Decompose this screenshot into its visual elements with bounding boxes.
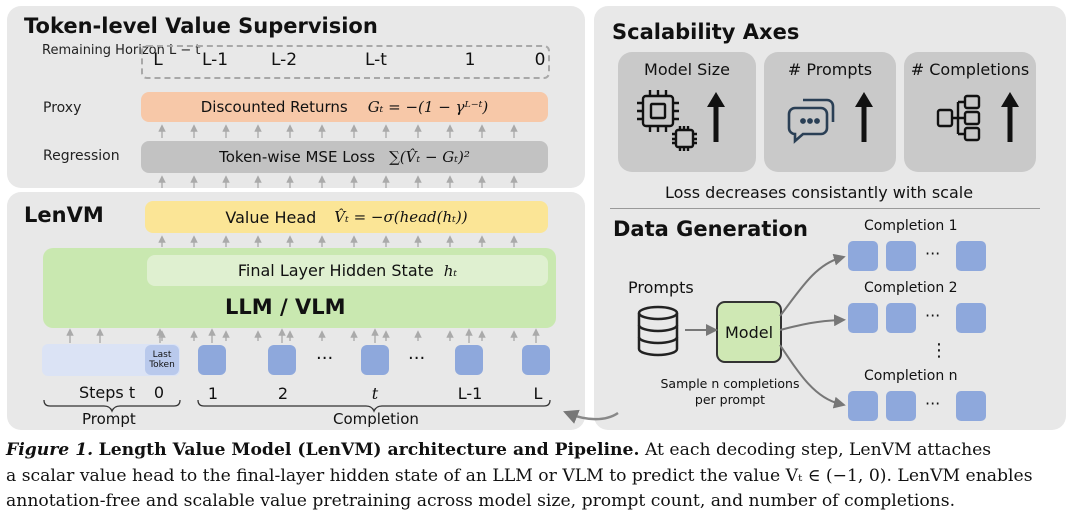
scale-note: Loss decreases consistantly with scale (665, 183, 974, 202)
prompts-label: # Prompts (787, 60, 873, 79)
completion-1-token-a (848, 241, 878, 271)
ellipsis-1: ··· (316, 348, 334, 369)
prompt-brace (43, 399, 181, 413)
proxy-formula: Gₜ = −(1 − γᴸ⁻ᵗ) (367, 98, 489, 116)
model-to-completion-2-arrow (779, 314, 846, 331)
up-arrows (66, 124, 540, 343)
sample-note-line2: per prompt (694, 392, 766, 407)
caption-line-2: a scalar value head to the final-layer h… (6, 465, 1033, 486)
proxy-bar: Discounted Returns Gₜ = −(1 − γᴸ⁻ᵗ) (141, 92, 548, 122)
step-L: L (533, 384, 543, 403)
completion-n-token-a (848, 391, 878, 421)
chat-bubbles-icon (787, 98, 835, 144)
horizon-value-L-2: L-2 (270, 50, 298, 70)
proxy-bar-text: Discounted Returns (200, 98, 348, 116)
completion-2-label: Completion 2 (864, 280, 958, 296)
horizon-value-L: L (153, 50, 163, 70)
horizon-value-L-1: L-1 (201, 50, 229, 70)
completion-2-token-c (956, 303, 986, 333)
completion-1-token-b (886, 241, 916, 271)
prompts-label: Prompts (628, 278, 694, 297)
completion-n-token-c (956, 391, 986, 421)
tree-branch-icon (936, 94, 981, 142)
completion-1-token-c (956, 241, 986, 271)
hidden-state-text: Final Layer Hidden State (237, 261, 434, 280)
caption-line-3: annotation-free and scalable value pretr… (6, 491, 956, 511)
token-2 (268, 345, 296, 375)
model-box: Model (716, 301, 782, 363)
regression-bar: Token-wise MSE Loss ∑(V̂ₜ − Gₜ)² (141, 141, 548, 173)
database-icon (637, 305, 679, 357)
token-t (361, 345, 389, 375)
ellipsis-2: ··· (408, 348, 426, 369)
step-L-1: L-1 (457, 384, 483, 403)
scalability-title: Scalability Axes (612, 20, 800, 44)
prompts-card: # Prompts (764, 52, 896, 172)
step-1: 1 (207, 384, 219, 403)
token-L-1 (455, 345, 483, 375)
data-generation-title: Data Generation (613, 217, 808, 241)
caption-line-1: Figure 1. Length Value Model (LenVM) arc… (6, 438, 1076, 464)
proxy-label: Proxy (43, 100, 82, 116)
caption-bold-title: Length Value Model (LenVM) architecture … (98, 440, 640, 460)
completion-1-ellipsis: ··· (925, 244, 941, 263)
horizon-box (141, 45, 550, 79)
horizon-value-1: 1 (464, 50, 476, 70)
prompts-up-arrow (855, 92, 873, 142)
step-2: 2 (277, 384, 289, 403)
regression-label: Regression (43, 148, 120, 164)
completions-vdots: ⋮ (930, 340, 948, 361)
completion-n-token-b (886, 391, 916, 421)
lenvm-title: LenVM (24, 203, 104, 227)
last-token: Last Token (145, 345, 179, 375)
return-arrow (563, 409, 619, 424)
token-supervision-title: Token-level Value Supervision (24, 14, 378, 38)
completion-1-label: Completion 1 (864, 218, 958, 234)
completion-2-ellipsis: ··· (925, 306, 941, 325)
figure-caption: Figure 1. Length Value Model (LenVM) arc… (6, 438, 1076, 515)
hidden-state-bar: Final Layer Hidden State hₜ (147, 255, 548, 286)
completion-n-ellipsis: ··· (925, 394, 941, 413)
value-head-formula: V̂ₜ = −σ(head(hₜ)) (334, 208, 468, 226)
last-token-label: Last Token (149, 350, 175, 370)
token-1 (198, 345, 226, 375)
value-head-text: Value Head (225, 207, 317, 227)
model-label: Model (724, 322, 774, 342)
prompt-label: Prompt (82, 410, 136, 428)
value-head-bar: Value Head V̂ₜ = −σ(head(hₜ)) (145, 201, 548, 233)
horizon-value-L-t: L-t (365, 50, 387, 70)
chip-icon (637, 90, 697, 151)
completion-n-label: Completion n (864, 368, 958, 384)
caption-figure-label: Figure 1. (6, 440, 94, 460)
completion-2-token-a (848, 303, 878, 333)
model-to-completion-1-arrow (779, 253, 846, 317)
step-t: t (371, 384, 379, 403)
horizon-value-0: 0 (534, 50, 546, 70)
model-to-completion-n-arrow (779, 344, 846, 409)
completion-brace (197, 399, 551, 413)
completion-2-token-b (886, 303, 916, 333)
sample-note: Sample n completions per prompt (660, 376, 800, 408)
completions-card-label: # Completions (910, 60, 1030, 79)
completions-up-arrow (1001, 92, 1019, 142)
hidden-state-symbol: hₜ (443, 261, 458, 280)
step-0: 0 (153, 383, 165, 402)
completion-label: Completion (333, 410, 419, 428)
right-divider (610, 208, 1040, 209)
regression-formula: ∑(V̂ₜ − Gₜ)² (389, 148, 470, 166)
regression-bar-text: Token-wise MSE Loss (219, 148, 376, 166)
steps-label: Steps t (79, 383, 136, 402)
token-L (522, 345, 550, 375)
model-size-label: Model Size (644, 60, 730, 79)
sample-note-line1: Sample n completions (660, 376, 800, 391)
model-size-up-arrow (707, 92, 725, 142)
caption-text-line1: At each decoding step, LenVM attaches (644, 440, 992, 460)
llm-label: LLM / VLM (225, 295, 346, 319)
